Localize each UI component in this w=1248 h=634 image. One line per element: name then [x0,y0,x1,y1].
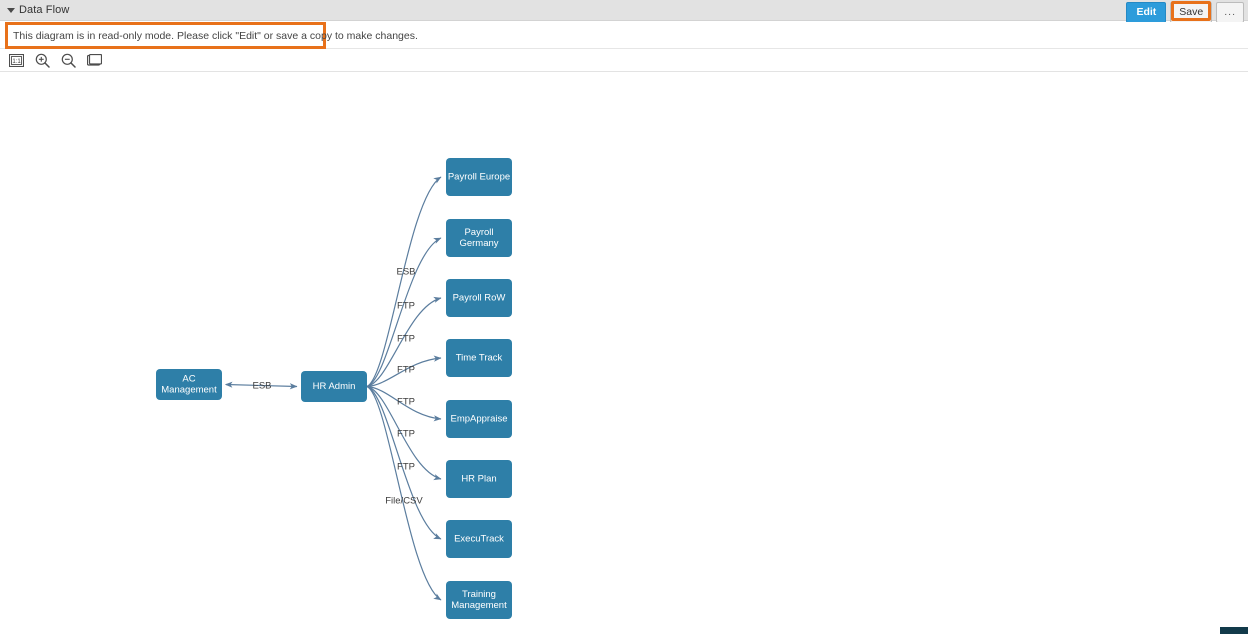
save-button[interactable]: Save [1170,2,1213,23]
fullscreen-icon[interactable] [86,53,102,69]
edge-line [366,237,442,388]
notice-row: This diagram is in read-only mode. Pleas… [0,22,1248,49]
node-label: Payroll RoW [453,293,506,304]
edge-line [366,176,442,388]
edges-layer [224,176,442,601]
zoom-out-icon[interactable] [60,53,76,69]
diagram-edge [366,176,442,388]
edge-line [366,355,442,388]
edge-label: ESB [396,267,415,278]
diagram-node[interactable]: Time Track [446,339,512,377]
node-label: Training [462,589,496,600]
edge-line [366,296,442,388]
diagram-edge [366,355,442,388]
edit-button[interactable]: Edit [1126,2,1167,23]
diagram-node[interactable]: HR Plan [446,460,512,498]
node-label: ExecuTrack [454,534,504,545]
node-label: HR Plan [461,474,496,485]
zoom-in-icon[interactable] [34,53,50,69]
edge-label: ESB [252,381,271,392]
svg-text:1:1: 1:1 [12,59,21,65]
node-label: Time Track [456,353,503,364]
diagram-edge [366,385,442,422]
diagram-node[interactable]: EmpAppraise [446,400,512,438]
diagram-edge [366,237,442,388]
edge-labels-layer: ESB FTP FTP FTP FTP FTP FTP File/CSV ESB [252,267,423,507]
node-label: Germany [459,238,498,249]
node-rect[interactable] [301,371,367,402]
node-rect[interactable] [446,279,512,317]
diagram-edge [366,385,442,481]
panel-header: Data Flow Edit Save ... [0,0,1248,23]
edge-line [366,385,442,540]
readonly-notice: This diagram is in read-only mode. Pleas… [5,22,418,49]
diagram-node[interactable]: ExecuTrack [446,520,512,558]
node-rect[interactable] [446,219,512,257]
edge-line [224,381,298,390]
node-rect[interactable] [446,581,512,619]
edge-label: FTP [397,334,415,345]
node-label: HR Admin [313,381,356,392]
node-rect[interactable] [446,158,512,196]
diagram-node[interactable]: Payroll RoW [446,279,512,317]
edge-line [366,385,442,481]
diagram-edge [366,385,442,601]
edge-label: FTP [397,365,415,376]
node-rect[interactable] [446,520,512,558]
header-actions: Edit Save ... [1126,2,1244,23]
node-label: Management [161,385,217,396]
chevron-down-icon[interactable] [7,7,15,13]
diagram-edge [366,385,442,540]
corner-stub [1220,627,1248,634]
edge-label: FTP [397,429,415,440]
page-title: Data Flow [19,4,70,16]
diagram-node[interactable]: HR Admin [301,371,367,402]
more-options-button[interactable]: ... [1216,2,1244,23]
node-label: Payroll Europe [448,172,510,183]
edge-label: File/CSV [385,496,423,507]
edge-label: FTP [397,397,415,408]
diagram-edge [366,296,442,388]
edge-label: FTP [397,462,415,473]
fit-actual-size-icon[interactable]: 1:1 [8,53,24,69]
node-label: Payroll [464,227,493,238]
node-label: AC [182,374,195,385]
edge-line [366,385,442,422]
node-rect[interactable] [156,369,222,400]
readonly-notice-text: This diagram is in read-only mode. Pleas… [13,29,418,42]
diagram-node[interactable]: Payroll Europe [446,158,512,196]
node-label: Management [451,600,507,611]
edge-label: FTP [397,301,415,312]
node-rect[interactable] [446,460,512,498]
edge-line [366,385,442,601]
node-label: EmpAppraise [450,414,507,425]
node-rect[interactable] [446,400,512,438]
diagram-edge [224,381,298,390]
node-rect[interactable] [446,339,512,377]
diagram-toolbar: 1:1 [0,50,1248,72]
